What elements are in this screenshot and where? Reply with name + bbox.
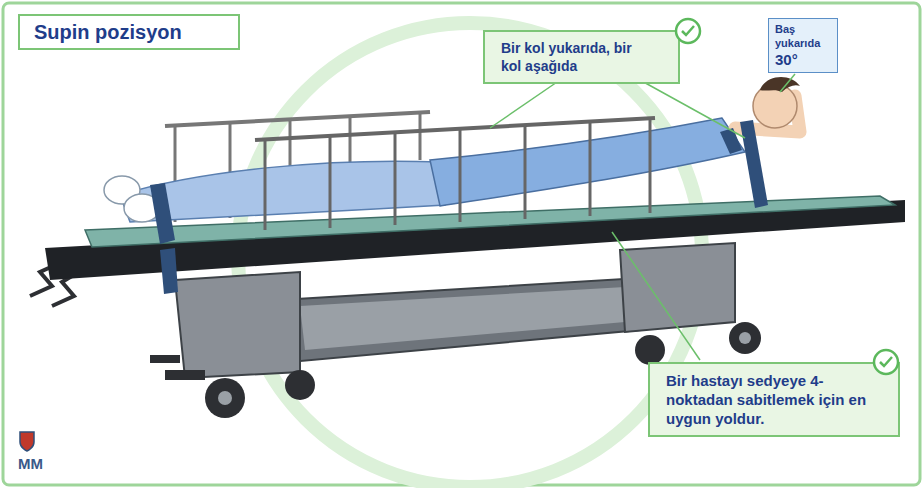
rail-bar	[264, 140, 267, 230]
wheel	[285, 370, 315, 400]
strap	[740, 120, 768, 208]
pedestal	[620, 243, 735, 332]
wheel-hub	[739, 332, 751, 344]
leader-line	[780, 74, 795, 92]
box-text: Bir kol yukarıda, bir kol aşağıda	[501, 39, 641, 75]
rail-bar	[589, 122, 592, 216]
gown	[430, 118, 745, 206]
rail-bar	[394, 133, 397, 225]
logo-shield	[20, 432, 34, 451]
wheel	[205, 378, 245, 418]
outer-frame	[3, 3, 920, 485]
rail-bar	[459, 129, 462, 222]
pedestal	[175, 272, 300, 378]
rail-bar	[289, 120, 292, 170]
wheel	[635, 335, 665, 365]
leader-line	[612, 232, 700, 360]
side-rail	[255, 118, 655, 140]
title-box: Supin pozisyon	[18, 14, 240, 50]
strap	[720, 128, 742, 154]
leader-line	[490, 80, 560, 128]
wheel-hub	[218, 391, 232, 405]
basket-inner	[300, 287, 625, 350]
pedal	[165, 370, 205, 380]
angle-box: Baş yukarıda30°	[768, 18, 838, 73]
box-text: Bir hastayı sedyeye 4-noktadan sabitleme…	[666, 371, 884, 428]
callout-box: Bir hastayı sedyeye 4-noktadan sabitleme…	[648, 362, 900, 437]
strap	[150, 183, 175, 244]
logo-text: MM	[18, 455, 43, 472]
hair	[760, 77, 800, 92]
callout-box: Bir kol yukarıda, bir kol aşağıda	[483, 30, 680, 84]
box-subtext: 30°	[775, 50, 831, 69]
rail-bar	[419, 113, 422, 160]
rail-bar	[524, 125, 527, 219]
box-text: Baş yukarıda	[775, 22, 831, 50]
pedal	[150, 355, 180, 363]
wheel	[729, 322, 761, 354]
rail-bar	[649, 118, 652, 213]
rail-bar	[349, 117, 352, 165]
leader-line	[640, 80, 745, 138]
title-text: Supin pozisyon	[34, 20, 224, 44]
check-mark	[682, 26, 694, 35]
side-rail	[165, 112, 430, 126]
basket	[280, 278, 640, 362]
strap	[160, 248, 178, 294]
rail-bar	[329, 136, 332, 228]
head	[753, 84, 797, 128]
